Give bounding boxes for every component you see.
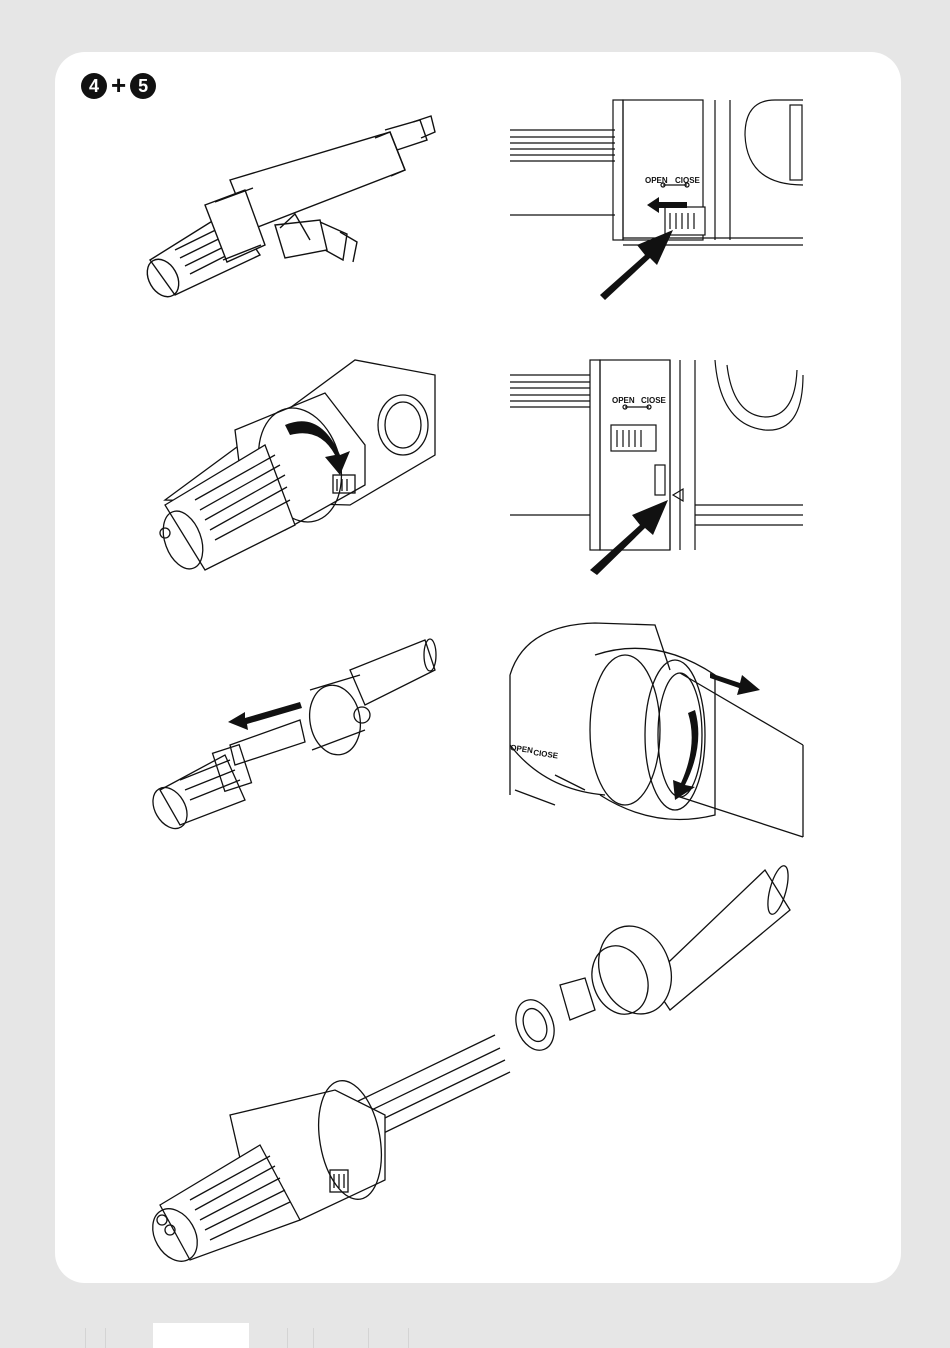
switch-open-label-3: OPEN xyxy=(510,743,534,755)
switch-close-label: CIOSE xyxy=(675,176,701,185)
figure-switch-open: OPEN CIOSE xyxy=(505,355,805,575)
footer-divider xyxy=(105,1328,106,1348)
figure-rotate-collar xyxy=(145,355,445,580)
footer-divider xyxy=(287,1328,288,1348)
footer-divider xyxy=(368,1328,369,1348)
step-number-4: 4 xyxy=(81,73,107,99)
figure-switch-release: OPEN CIOSE xyxy=(505,95,805,300)
switch-open-label-2: OPEN xyxy=(612,396,635,405)
figure-device-assembled xyxy=(135,110,445,300)
switch-open-label: OPEN xyxy=(645,176,668,185)
footer-divider xyxy=(408,1328,409,1348)
figure-separate-lamp xyxy=(130,630,440,830)
footer-tab xyxy=(153,1323,249,1348)
step-indicator: 4 + 5 xyxy=(81,73,156,99)
plus-sign: + xyxy=(111,72,126,98)
figure-exploded-assembly xyxy=(150,860,800,1265)
footer-divider xyxy=(313,1328,314,1348)
figure-union-nut: OPEN CIOSE xyxy=(505,615,805,840)
footer-divider xyxy=(85,1328,86,1348)
step-number-5: 5 xyxy=(130,73,156,99)
switch-close-label-3: CIOSE xyxy=(533,748,560,760)
switch-close-label-2: CIOSE xyxy=(641,396,667,405)
